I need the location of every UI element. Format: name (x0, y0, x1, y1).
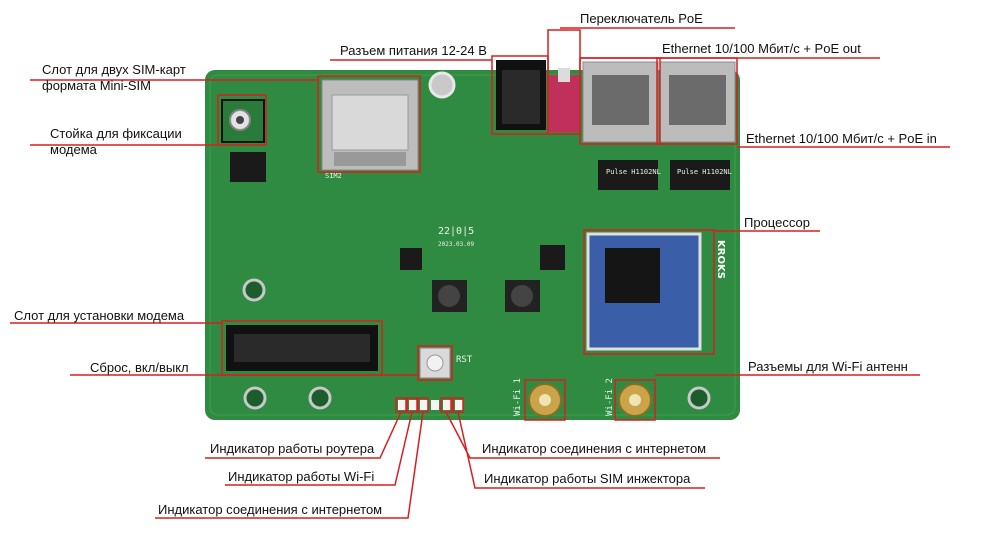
label-modem-post-line1: Стойка для фиксации (50, 126, 182, 141)
poe-switch-part (549, 68, 579, 132)
line-led-inet-left (155, 411, 424, 519)
ethernet-transformers: Pulse H1102NL Pulse H1102NL (598, 160, 732, 190)
silk-eth1: Pulse H1102NL (606, 168, 661, 176)
label-eth-out: Ethernet 10/100 Мбит/с + PoE out (662, 41, 861, 56)
label-reset: Сброс, вкл/выкл (90, 360, 189, 375)
line-led-sim (457, 411, 705, 489)
line-led-inet-right (445, 411, 720, 459)
cpu-module: KROKS (586, 232, 726, 351)
label-poe-switch: Переключатель PoE (580, 11, 703, 26)
modem-post (221, 99, 265, 143)
left-ic (230, 152, 266, 182)
box-modem-post (217, 94, 267, 146)
box-wifi2 (614, 379, 656, 421)
silk-brand: KROKS (715, 240, 726, 279)
mounting-holes (242, 71, 711, 410)
label-modem-slot: Слот для установки модема (14, 308, 185, 323)
label-led-router: Индикатор работы роутера (210, 441, 375, 456)
silk-date: 2023.03.09 (438, 241, 475, 248)
pcb-edge (209, 74, 736, 416)
label-modem-post-line2: модема (50, 142, 97, 157)
label-wifi-ant: Разъемы для Wi-Fi антенн (748, 359, 908, 374)
leader-lines (10, 27, 950, 519)
ethernet-ports (582, 61, 736, 143)
box-sim-slot (317, 75, 421, 173)
label-sim-slot-line1: Слот для двух SIM-карт (42, 62, 186, 77)
modem-slot-part (226, 325, 378, 371)
box-wifi1 (524, 379, 566, 421)
label-led-inet-right: Индикатор соединения с интернетом (482, 441, 707, 456)
power-parts (400, 245, 565, 312)
silk-wifi2: Wi-Fi 2 (605, 378, 615, 416)
label-led-sim: Индикатор работы SIM инжектора (484, 471, 691, 486)
box-cpu (583, 229, 715, 355)
power-jack (496, 60, 546, 130)
label-modem-post: Стойка для фиксации модема (50, 126, 182, 158)
reset-button-part: RST (419, 347, 473, 379)
label-sim-slot: Слот для двух SIM-карт формата Mini-SIM (42, 62, 186, 94)
label-led-wifi: Индикатор работы Wi-Fi (228, 469, 375, 484)
label-cpu: Процессор (744, 215, 810, 230)
silk-wifi1: Wi-Fi 1 (513, 378, 523, 416)
wifi-connectors: Wi-Fi 1 Wi-Fi 2 (513, 378, 652, 417)
silk-code: 22|0|5 (438, 226, 474, 237)
line-led-wifi (225, 411, 413, 486)
label-sim-slot-line2: формата Mini-SIM (42, 78, 151, 93)
silk-sim: SIM2 (325, 172, 342, 180)
sim-slot: SIM2 (321, 79, 419, 180)
silk-rst: RST (456, 355, 473, 365)
silk-eth2: Pulse H1102NL (677, 168, 732, 176)
label-eth-in: Ethernet 10/100 Мбит/с + PoE in (746, 131, 937, 146)
line-led-router (205, 411, 402, 459)
led-row (398, 400, 463, 410)
box-reset (417, 345, 453, 381)
label-led-inet-left: Индикатор соединения с интернетом (158, 502, 383, 517)
label-power: Разъем питания 12-24 В (340, 43, 487, 58)
